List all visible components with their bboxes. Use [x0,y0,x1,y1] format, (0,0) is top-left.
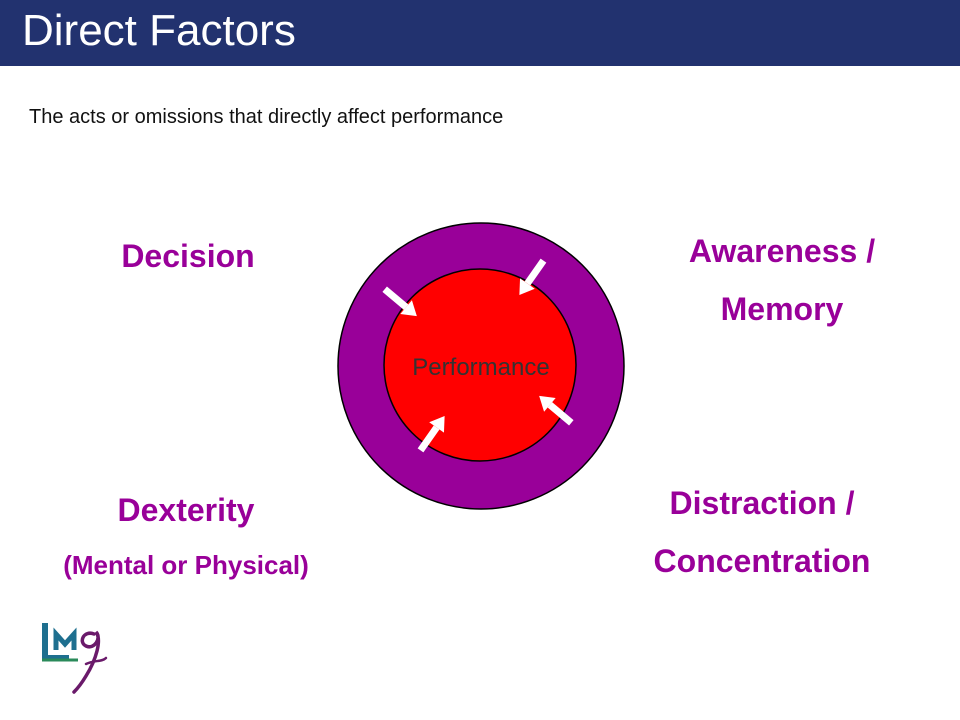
inner-circle [383,268,577,462]
factor-decision-label: Decision [121,238,255,274]
arrow-from-distraction [539,395,574,426]
arrow-from-decision [382,286,417,317]
center-label: Performance [412,354,549,381]
slide-subtitle: The acts or omissions that directly affe… [29,106,504,128]
factor-dexterity-line1: Dexterity [117,492,255,528]
factor-awareness-line2: Memory [720,291,844,327]
factor-dexterity: Dexterity (Mental or Physical) [26,490,346,582]
factor-distraction-line2: Concentration [653,543,871,579]
company-logo [42,623,108,694]
title-bar: Direct Factors [0,0,960,66]
slide-title: Direct Factors [22,6,296,55]
factor-dexterity-line2: (Mental or Physical) [63,550,309,580]
factor-awareness-memory: Awareness / Memory [632,222,932,338]
factor-awareness-line1: Awareness / [688,233,876,269]
arrow-from-awareness [519,258,547,296]
factor-decision: Decision [88,236,288,276]
arrow-from-dexterity [417,415,445,453]
factor-distraction-line1: Distraction / [669,485,855,521]
performance-diagram: Performance [337,222,625,510]
factor-distraction-concentration: Distraction / Concentration [612,474,912,590]
